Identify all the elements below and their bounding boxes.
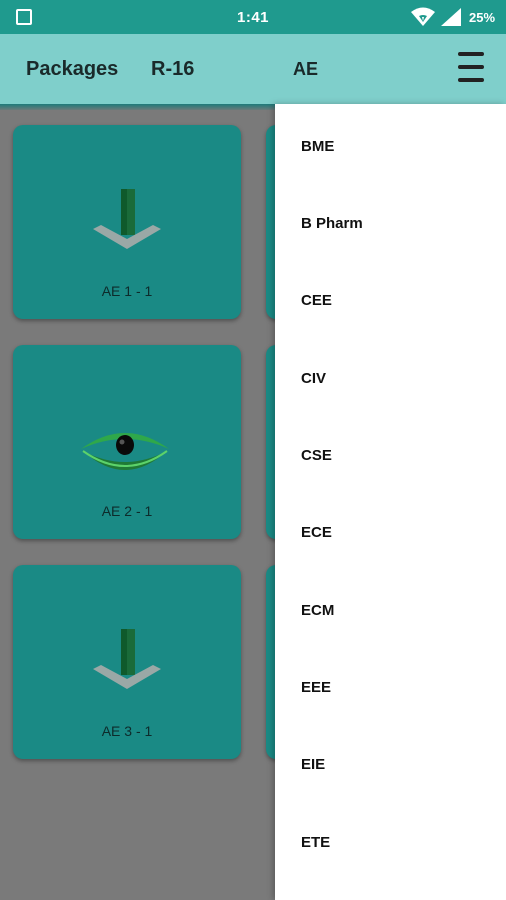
drawer-item-ecm[interactable]: ECM xyxy=(301,602,335,619)
drawer-item-eie[interactable]: EIE xyxy=(301,756,326,773)
menu-line xyxy=(458,78,484,82)
download-arrow-icon xyxy=(93,629,161,689)
drawer-item-b-pharm[interactable]: B Pharm xyxy=(301,215,363,232)
drawer-item-bme[interactable]: BME xyxy=(301,138,335,155)
drawer-item-ete[interactable]: ETE xyxy=(301,834,331,851)
download-arrow-icon xyxy=(93,189,161,249)
package-card-1[interactable]: AE 1 - 1 xyxy=(13,125,241,319)
drawer-item-cse[interactable]: CSE xyxy=(301,447,332,464)
menu-line xyxy=(458,65,484,69)
card-label: AE 3 - 1 xyxy=(101,723,153,739)
card-label: AE 2 - 1 xyxy=(101,503,153,519)
drawer-item-eee[interactable]: EEE xyxy=(301,679,332,696)
branch-drawer: BME B Pharm CEE CIV CSE ECE ECM EEE EIE … xyxy=(275,104,506,900)
card-label: AE 1 - 1 xyxy=(101,283,153,299)
app-bar: Packages R-16 AE xyxy=(0,34,506,104)
signal-icon xyxy=(441,8,461,26)
square-icon xyxy=(16,9,32,25)
status-time: 1:41 xyxy=(236,9,270,26)
menu-line xyxy=(458,52,484,56)
battery-percent: 25% xyxy=(469,10,496,25)
eye-icon xyxy=(81,433,169,470)
drawer-item-cee[interactable]: CEE xyxy=(301,292,332,309)
package-card-2[interactable]: AE 2 - 1 xyxy=(13,345,241,539)
regulation-label[interactable]: R-16 xyxy=(151,58,195,80)
wifi-icon xyxy=(411,7,435,26)
drawer-item-civ[interactable]: CIV xyxy=(301,370,327,387)
app-bar-shadow xyxy=(0,104,275,110)
branch-tab[interactable]: AE xyxy=(293,59,319,79)
drawer-item-ece[interactable]: ECE xyxy=(301,524,332,541)
status-bar: 1:41 25% xyxy=(0,0,506,34)
package-card-3[interactable]: AE 3 - 1 xyxy=(13,565,241,759)
page-title: Packages xyxy=(26,58,119,80)
hamburger-menu-icon[interactable] xyxy=(456,48,486,88)
